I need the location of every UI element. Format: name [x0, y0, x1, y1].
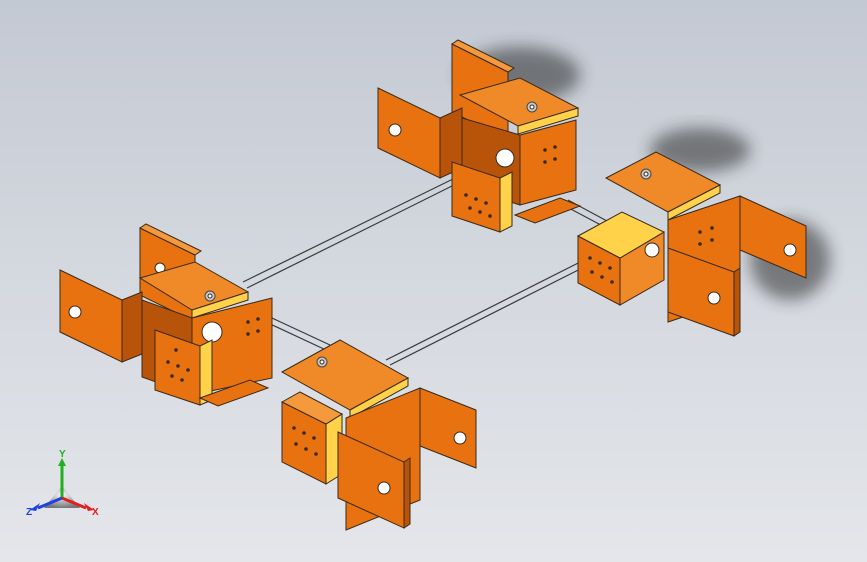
coordinate-triad: Y X Z — [22, 448, 112, 528]
y-arrowhead-icon — [58, 458, 66, 466]
x-axis-label: X — [92, 507, 99, 518]
z-axis-arrow — [37, 496, 63, 510]
x-axis-arrow — [61, 496, 87, 510]
frame-rods — [242, 177, 621, 366]
x-arrowhead-icon — [84, 503, 94, 511]
z-arrowhead-icon — [30, 503, 40, 511]
bracket-group-front-right[interactable] — [280, 339, 477, 531]
bracket-group-back-right[interactable] — [576, 151, 807, 337]
bracket-group-back-left[interactable] — [377, 39, 582, 233]
bracket-group-front-left[interactable] — [59, 223, 273, 407]
y-axis-label: Y — [59, 449, 66, 460]
triad-graphic: Y X Z — [26, 449, 99, 518]
z-axis-label: Z — [26, 507, 32, 518]
